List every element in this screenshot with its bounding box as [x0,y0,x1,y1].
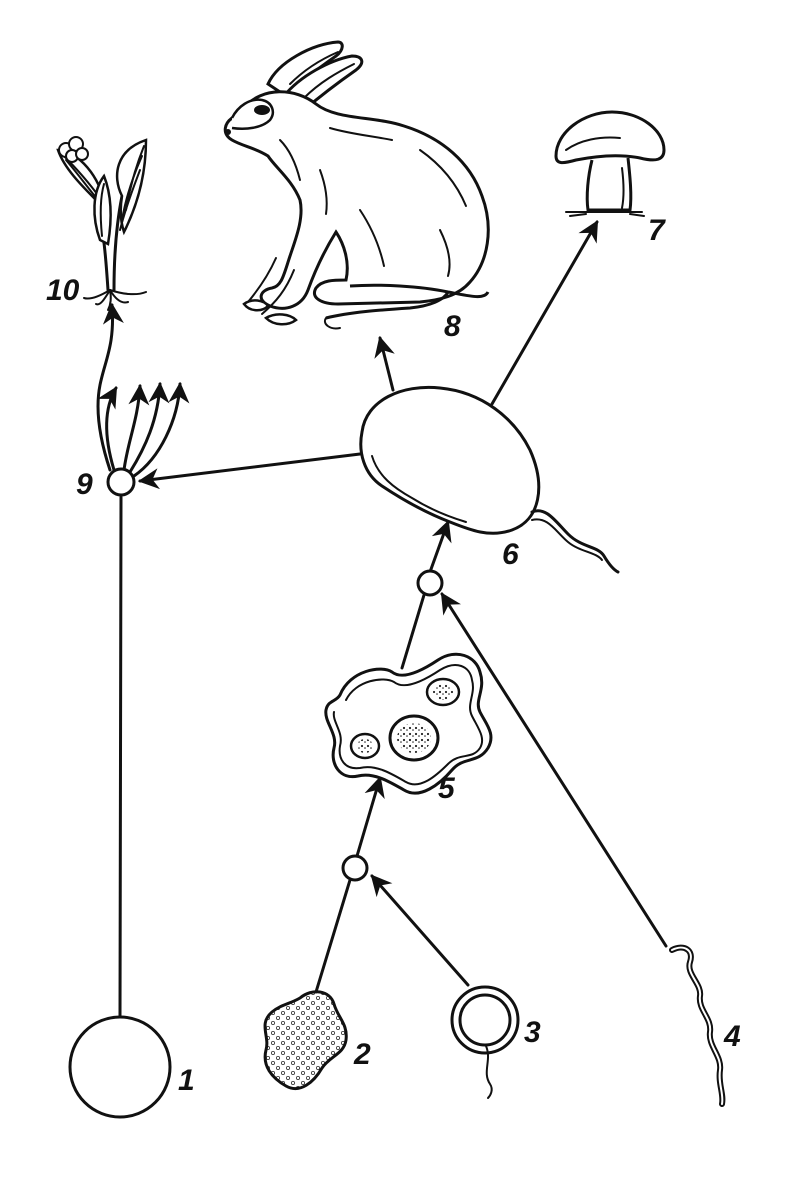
label-8: 8 [444,310,461,343]
junction-node-9 [106,467,136,497]
spirochete-icon [669,944,726,1107]
dotted-blob-cell-icon [263,990,348,1091]
hare-icon [223,40,490,330]
ring-flagellate-cell-icon [450,985,520,1099]
label-4: 4 [723,1020,741,1053]
junction-node-lower [341,854,369,882]
label-10: 10 [46,274,80,307]
edge-junction-to-6 [428,520,452,574]
edge-9-branch-b [122,383,150,472]
edge-6-to-9 [137,452,362,490]
label-3: 3 [524,1016,541,1049]
large-circle-cell-icon [68,1015,172,1119]
edge-5-to-junction [400,593,426,670]
edge-1-to-9 [118,495,123,1020]
plant-icon [56,136,148,311]
label-1: 1 [178,1064,195,1097]
edge-9-to-10 [96,302,124,472]
label-5: 5 [438,772,456,805]
edge-2-to-junction [314,878,352,994]
junction-node-upper [416,569,444,597]
label-2: 2 [353,1038,371,1071]
edge-6-to-7 [490,220,599,406]
amoeboid-cell-icon [324,652,493,795]
edge-9-branch-c [128,381,170,474]
label-7: 7 [648,214,666,247]
flower-cluster [58,136,89,163]
edge-6-to-8 [374,335,395,392]
label-9: 9 [76,468,93,501]
label-6: 6 [502,538,519,571]
flagellated-cell-icon [359,385,620,574]
edge-4-to-junction [440,592,668,948]
edge-3-to-junction [370,874,470,987]
edge-9-branch-d [132,381,190,478]
mushroom-icon [554,110,666,217]
edge-lower-junction-to-5 [355,775,385,858]
edge-9-branch-a [97,386,118,472]
